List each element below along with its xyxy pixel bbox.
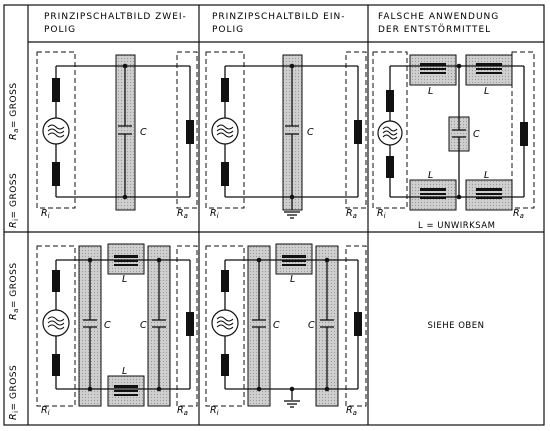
c-shaded-band-left (247, 245, 271, 407)
svg-text:Ra: Ra (513, 208, 524, 220)
svg-text:C: C (308, 320, 315, 331)
source-box (36, 51, 76, 209)
source-box (372, 51, 408, 209)
source-resistor-bottom (52, 162, 60, 186)
l-shaded-box-top (107, 243, 145, 275)
source-resistor-top (52, 270, 60, 292)
svg-text:C: C (104, 320, 111, 331)
svg-text:Ra: Ra (177, 208, 188, 220)
svg-text:Ri: Ri (41, 405, 50, 417)
source-resistor-bottom (386, 156, 394, 178)
svg-text:PRINZIPSCHALTBILD ZWEI-: PRINZIPSCHALTBILD ZWEI- (44, 12, 187, 22)
svg-text:Ra: Ra (346, 208, 357, 220)
svg-text:Ri= GROSS: Ri= GROSS (8, 173, 20, 228)
circuit-twopole-pi-filter: C C L L Ri Ra (36, 243, 198, 417)
circuit-twopole-single-c: C Ri Ra (36, 51, 198, 220)
l-shaded-box-top (275, 243, 313, 275)
svg-text:C: C (140, 320, 147, 331)
row-label-bottom-ra: Ra= GROSS (8, 262, 20, 320)
svg-text:L: L (428, 86, 433, 97)
column-header-1: PRINZIPSCHALTBILD ZWEI- POLIG (44, 12, 187, 35)
c-shaded-band-right (315, 245, 339, 407)
load-resistor (520, 122, 528, 146)
source-resistor-bottom (52, 354, 60, 376)
svg-text:L: L (122, 366, 127, 377)
row-label-top-ri: Ri= GROSS (8, 173, 20, 228)
row-label-bottom-ri: Ri= GROSS (8, 365, 20, 420)
svg-text:C: C (273, 320, 280, 331)
svg-text:POLIG: POLIG (212, 25, 244, 35)
svg-text:L: L (428, 170, 433, 181)
load-resistor (186, 120, 194, 144)
svg-text:Ra= GROSS: Ra= GROSS (8, 82, 20, 140)
unwirksam-note: L = UNWIRKSAM (418, 221, 495, 231)
source-box (36, 245, 76, 407)
svg-text:L: L (484, 86, 489, 97)
svg-text:PRINZIPSCHALTBILD EIN-: PRINZIPSCHALTBILD EIN- (212, 12, 345, 22)
svg-text:Ra: Ra (346, 405, 357, 417)
svg-text:POLIG: POLIG (44, 25, 76, 35)
siehe-oben-label: SIEHE OBEN (428, 321, 485, 331)
svg-text:Ri: Ri (377, 208, 386, 220)
source-resistor-bottom (221, 354, 229, 376)
load-box (511, 51, 535, 209)
load-resistor (354, 120, 362, 144)
load-box (176, 51, 198, 209)
load-resistor (186, 312, 194, 336)
circuit-singlepole-pi-filter: C C L Ri Ra (205, 243, 367, 417)
source-box (205, 51, 245, 209)
column-header-2: PRINZIPSCHALTBILD EIN- POLIG (212, 12, 345, 35)
c-shaded-band-right (147, 245, 171, 407)
table-grid (3, 4, 545, 426)
svg-text:C: C (140, 127, 147, 138)
svg-text:FALSCHE ANWENDUNG: FALSCHE ANWENDUNG (378, 12, 499, 22)
svg-text:Ri: Ri (210, 405, 219, 417)
source-box (205, 245, 245, 407)
svg-text:L: L (290, 274, 295, 285)
svg-text:DER ENTSTÖRMITTEL: DER ENTSTÖRMITTEL (378, 24, 491, 35)
source-resistor-top (221, 78, 229, 102)
svg-text:L: L (122, 274, 127, 285)
source-resistor-top (386, 90, 394, 112)
load-box (345, 51, 367, 209)
source-resistor-top (52, 78, 60, 102)
load-box (176, 245, 198, 407)
c-shaded-band (115, 54, 136, 211)
load-resistor (354, 312, 362, 336)
circuit-singlepole-single-c: C Ri Ra (205, 51, 367, 220)
svg-text:Ra: Ra (177, 405, 188, 417)
row-label-top-ra: Ra= GROSS (8, 82, 20, 140)
c-shaded-band-left (78, 245, 102, 407)
source-resistor-bottom (221, 162, 229, 186)
svg-text:C: C (307, 127, 314, 138)
load-box (345, 245, 367, 407)
source-resistor-top (221, 270, 229, 292)
svg-text:Ra= GROSS: Ra= GROSS (8, 262, 20, 320)
svg-text:Ri: Ri (41, 208, 50, 220)
svg-text:L: L (484, 170, 489, 181)
svg-text:Ri: Ri (210, 208, 219, 220)
column-header-3: FALSCHE ANWENDUNG DER ENTSTÖRMITTEL (378, 12, 499, 35)
svg-text:Ri= GROSS: Ri= GROSS (8, 365, 20, 420)
circuit-wrong-application: L L L L C Ri Ra L = UNWIRKSAM (372, 51, 535, 231)
svg-text:C: C (473, 129, 480, 140)
